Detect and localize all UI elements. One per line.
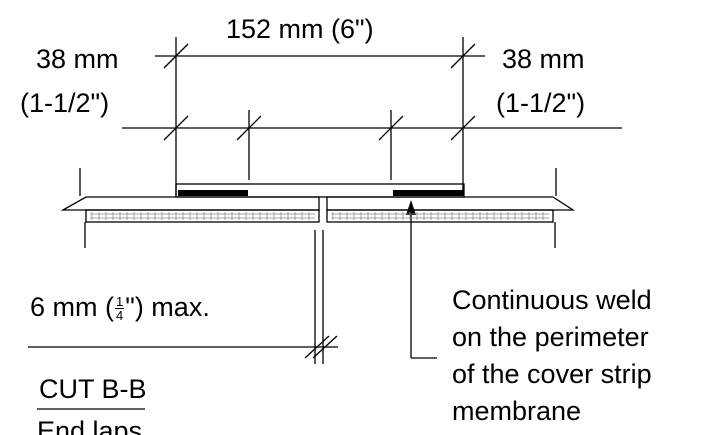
left-board (85, 209, 320, 223)
right-dimension-mm-label: 38 mm (502, 44, 585, 74)
lap-tick-1 (163, 115, 189, 141)
leader-arrowhead (406, 200, 416, 215)
gap-fraction-numerator: 1 (115, 294, 125, 310)
right-dimension-in-label: (1-1/2") (496, 88, 586, 118)
lap-tick-2 (236, 115, 262, 141)
caption-title: CUT B-B (39, 374, 147, 404)
gap-label-suffix: ") max. (125, 292, 210, 322)
top-dimension-label: 152 mm (6") (226, 14, 374, 44)
gap-tick-1 (304, 335, 330, 359)
weld-right (393, 190, 463, 196)
cover-strip (175, 183, 465, 198)
caption-subtitle: End laps (37, 416, 143, 435)
weld-note-line-4: membrane (452, 396, 582, 426)
weld-note-line-2: on the perimeter (452, 322, 649, 352)
board-hatching (90, 212, 549, 220)
left-dimension-mm-label: 38 mm (36, 44, 119, 74)
left-membrane (60, 196, 320, 211)
gap-fraction-denominator: 4 (116, 308, 124, 324)
lap-tick-4 (450, 115, 476, 141)
gap-label-prefix: 6 mm ( (30, 292, 114, 322)
top-left-tick (163, 43, 189, 69)
right-board (326, 209, 554, 223)
weld-note-line-1: Continuous weld (452, 285, 652, 315)
weld-note-line-3: of the cover strip (452, 359, 652, 389)
right-membrane (326, 196, 576, 211)
top-right-tick (450, 43, 476, 69)
weld-left (178, 190, 248, 196)
left-dimension-in-label: (1-1/2") (20, 88, 110, 118)
gap-tick-2 (312, 335, 338, 359)
lap-tick-3 (378, 115, 404, 141)
